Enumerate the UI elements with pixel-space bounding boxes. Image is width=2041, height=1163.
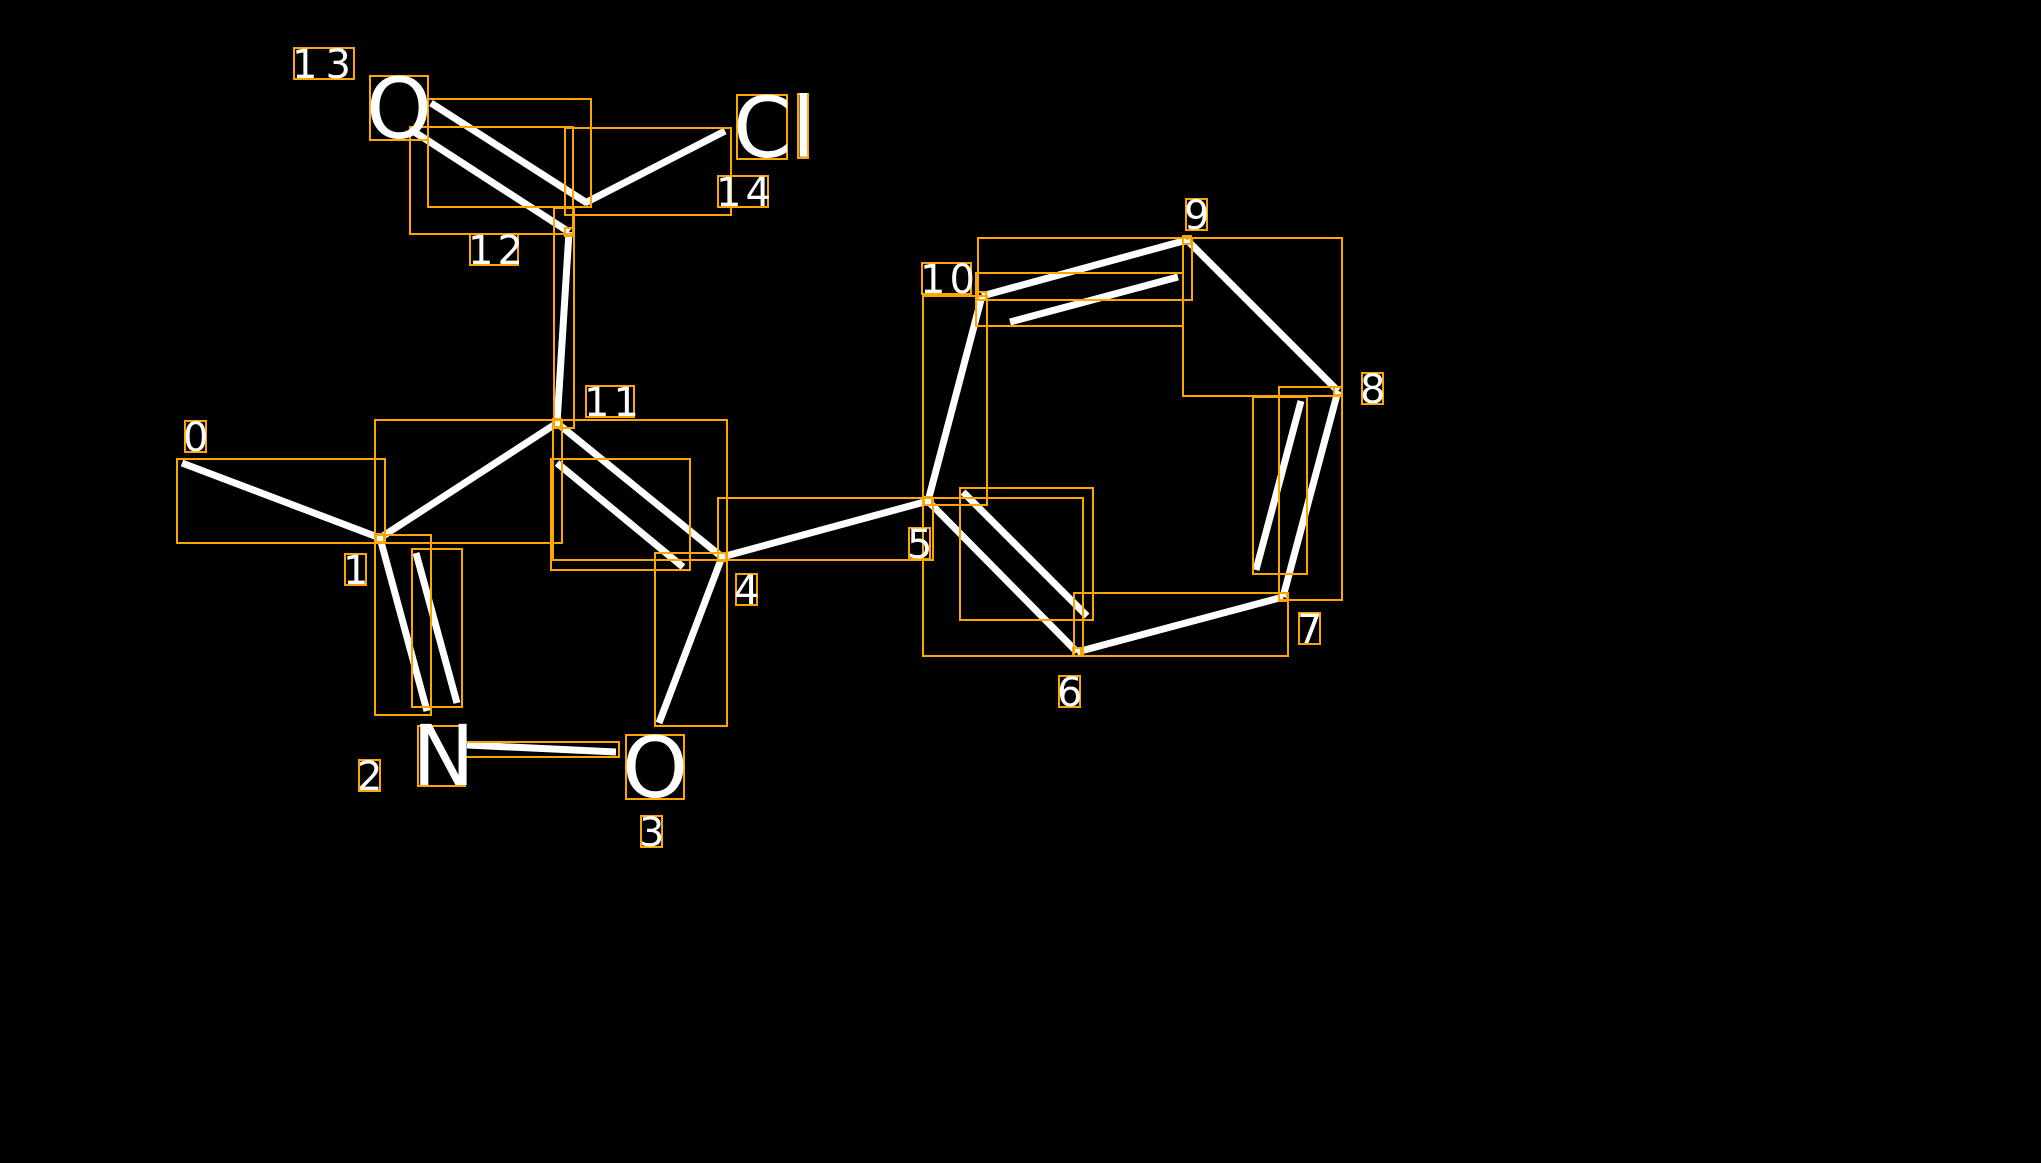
atom-index-4: 4 bbox=[734, 568, 759, 614]
atom-index-13: 13 bbox=[292, 42, 359, 88]
bond-12-13 bbox=[411, 128, 571, 235]
atom-index-9: 9 bbox=[1184, 193, 1209, 239]
bbox-atom bbox=[375, 533, 385, 543]
bbox-label bbox=[908, 527, 931, 560]
bbox-atom bbox=[1333, 386, 1343, 396]
bond-5-6 bbox=[925, 498, 1080, 655]
bbox-bond bbox=[959, 487, 1094, 621]
bbox-atom bbox=[552, 418, 562, 428]
bbox-atom bbox=[369, 75, 429, 141]
bond-1-2 bbox=[376, 537, 431, 712]
atom-index-12: 12 bbox=[468, 228, 527, 274]
atom-index-10: 10 bbox=[920, 257, 979, 303]
bbox-label bbox=[640, 815, 663, 848]
bbox-atom bbox=[564, 227, 574, 237]
bbox-label bbox=[184, 420, 207, 453]
atom-index-0: 0 bbox=[183, 415, 208, 461]
bond-4-5 bbox=[721, 497, 929, 561]
bond-0-1 bbox=[180, 459, 382, 542]
bbox-label bbox=[585, 385, 635, 418]
bbox-label bbox=[717, 175, 769, 208]
bbox-bond bbox=[411, 548, 463, 708]
atom-index-3: 3 bbox=[639, 810, 664, 856]
bbox-bond bbox=[977, 237, 1193, 301]
bbox-bond bbox=[975, 272, 1184, 327]
bbox-label bbox=[1058, 675, 1081, 708]
bbox-bond bbox=[552, 419, 728, 561]
atom-symbol-13: O bbox=[366, 60, 432, 158]
bbox-bond bbox=[564, 127, 732, 216]
bbox-atom bbox=[1182, 235, 1192, 245]
bbox-bond bbox=[461, 741, 620, 758]
bbox-bond bbox=[1278, 386, 1343, 601]
bond-6-7 bbox=[1076, 593, 1284, 656]
atom-index-8: 8 bbox=[1360, 367, 1385, 413]
bbox-label bbox=[1298, 612, 1321, 645]
bond-2-3 bbox=[466, 741, 617, 756]
bbox-atom bbox=[1072, 647, 1082, 657]
atom-indices: 0 1 2 3 4 5 6 7 8 9 10 11 12 13 14 bbox=[183, 42, 1385, 856]
bond-8-9 bbox=[1184, 237, 1341, 394]
atom-index-5: 5 bbox=[907, 522, 932, 568]
bond-12-14 bbox=[583, 127, 727, 207]
bbox-bond bbox=[717, 497, 934, 561]
bbox-label bbox=[921, 262, 972, 295]
atom-symbol-14: Cl bbox=[733, 79, 815, 177]
atom-symbols: O Cl N O bbox=[366, 60, 815, 817]
bbox-label bbox=[735, 573, 758, 606]
bbox-atom bbox=[417, 725, 466, 787]
atom-index-1: 1 bbox=[343, 548, 368, 594]
bbox-bond bbox=[922, 497, 1084, 657]
atom-symbol-3: O bbox=[622, 719, 688, 817]
bbox-atom bbox=[977, 291, 987, 301]
bbox-bond bbox=[374, 534, 432, 716]
bond-11-12 bbox=[553, 231, 573, 424]
bbox-atom bbox=[923, 496, 933, 506]
bbox-label bbox=[293, 47, 355, 80]
bond-4-11-inner bbox=[554, 460, 686, 570]
bbox-atom bbox=[1278, 592, 1288, 602]
bbox-bond bbox=[427, 98, 592, 208]
bond-10-5 bbox=[924, 295, 986, 502]
bbox-bond bbox=[654, 552, 728, 727]
bond-1-11 bbox=[378, 420, 559, 541]
bbox-label bbox=[469, 233, 519, 266]
bond-9-10 bbox=[981, 236, 1188, 300]
bbox-label bbox=[1185, 198, 1208, 231]
bbox-atom bbox=[797, 93, 809, 159]
bbox-atom bbox=[717, 552, 727, 562]
bbox-label bbox=[344, 553, 367, 586]
bbox-label bbox=[1361, 372, 1384, 405]
bbox-bond bbox=[374, 419, 563, 544]
bbox-atom bbox=[736, 94, 788, 160]
bbox-bond bbox=[176, 458, 386, 544]
atom-index-7: 7 bbox=[1297, 607, 1322, 653]
atom-symbol-2: N bbox=[412, 707, 475, 805]
bond-4-11 bbox=[554, 420, 725, 560]
bond-5-6-inner bbox=[960, 489, 1090, 619]
bond-7-8 bbox=[1279, 390, 1342, 598]
bbox-label bbox=[358, 759, 381, 792]
bond-3-4 bbox=[655, 555, 726, 725]
bbox-bond bbox=[1073, 592, 1289, 657]
bond-12-13-inner bbox=[429, 100, 589, 206]
bbox-atom bbox=[625, 734, 685, 800]
atom-index-2: 2 bbox=[357, 754, 382, 800]
bbox-bond bbox=[922, 295, 988, 506]
atom-index-6: 6 bbox=[1057, 670, 1082, 716]
bond-1-2-inner bbox=[412, 552, 461, 704]
atom-index-11: 11 bbox=[584, 380, 643, 426]
bbox-bond bbox=[550, 458, 691, 571]
atom-index-14: 14 bbox=[716, 170, 775, 216]
bounding-boxes bbox=[176, 47, 1384, 848]
